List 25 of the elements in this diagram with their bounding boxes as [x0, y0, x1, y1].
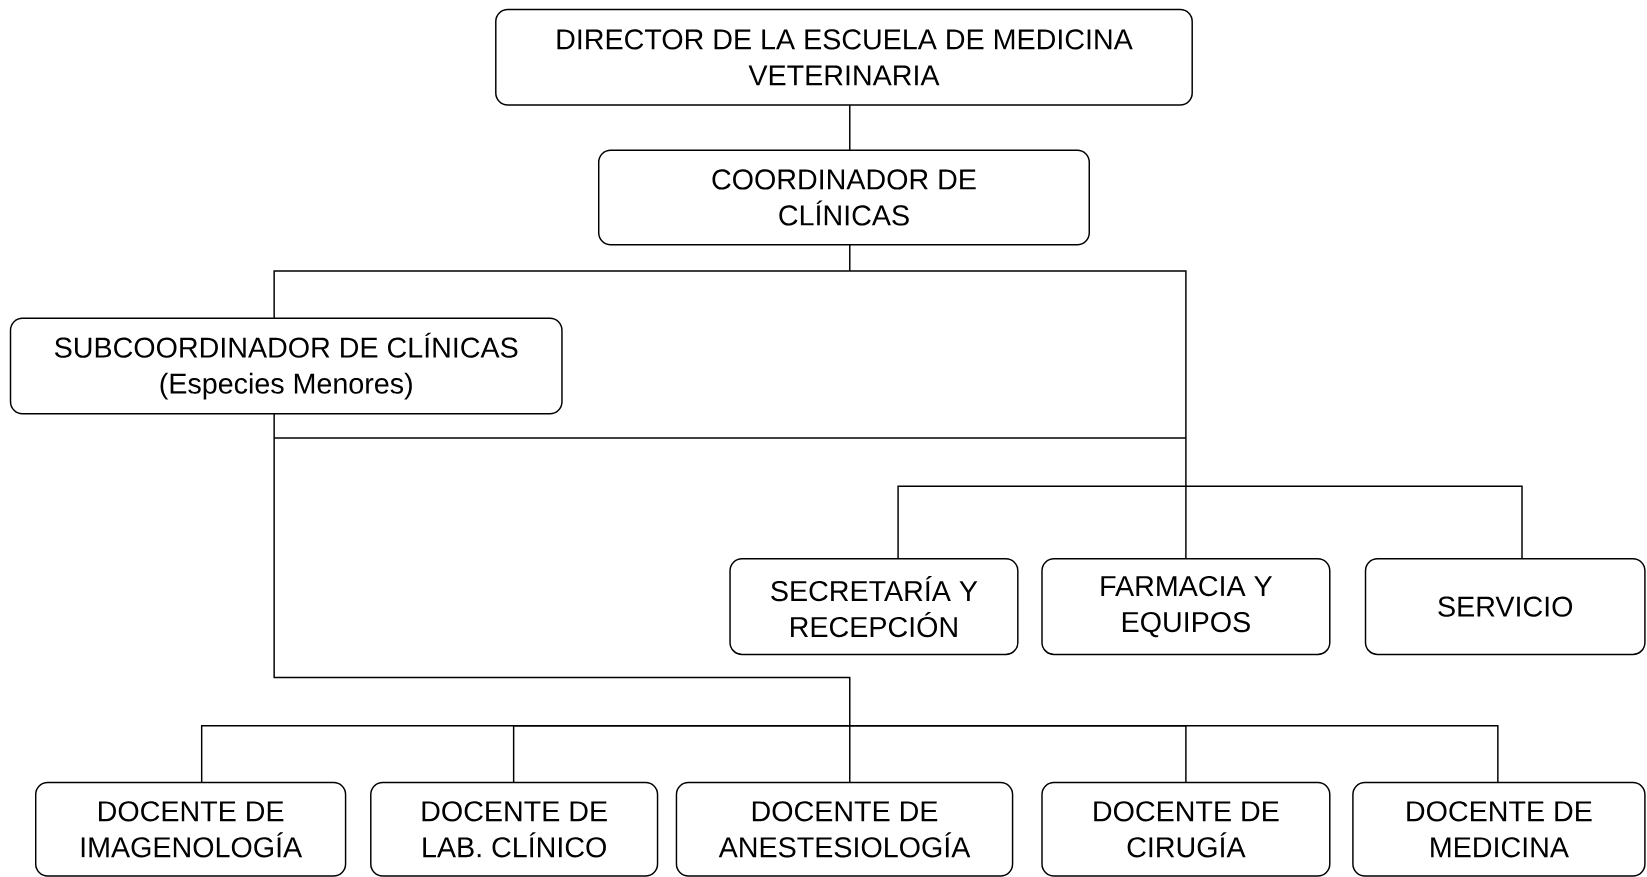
connector-line: [512, 725, 851, 784]
org-box: DOCENTE DE LAB. CLÍNICO: [370, 781, 659, 877]
connector-line: [273, 437, 851, 727]
connector-line: [849, 270, 1187, 439]
org-box: DOCENTE DE CIRUGÍA: [1041, 781, 1331, 877]
org-box: FARMACIA Y EQUIPOS: [1041, 558, 1331, 656]
connector-line: [849, 725, 1499, 784]
org-box: COORDINADOR DE CLÍNICAS: [598, 149, 1090, 246]
org-box: SERVICIO: [1364, 558, 1646, 656]
org-box: DOCENTE DE IMAGENOLOGÍA: [34, 781, 347, 877]
connector-line: [897, 485, 1187, 560]
connector-line: [1185, 485, 1187, 560]
connector-line: [849, 243, 851, 272]
connector-line: [273, 270, 851, 319]
org-box: DOCENTE DE ANESTESIOLOGÍA: [675, 781, 1014, 877]
connector-line: [273, 437, 1187, 439]
connector-line: [849, 725, 851, 784]
connector-line: [273, 413, 275, 439]
connector-line: [1185, 485, 1523, 560]
org-box: DOCENTE DE MEDICINA: [1352, 781, 1646, 877]
org-box: SECRETARÍA Y RECEPCIÓN: [729, 558, 1019, 656]
org-box: DIRECTOR DE LA ESCUELA DE MEDICINA VETERINARIA: [495, 8, 1193, 106]
org-box: SUBCOORDINADOR DE CLÍNICAS (Especies Menores): [9, 317, 563, 415]
connector-line: [849, 104, 851, 151]
connector-line: [1185, 437, 1187, 488]
